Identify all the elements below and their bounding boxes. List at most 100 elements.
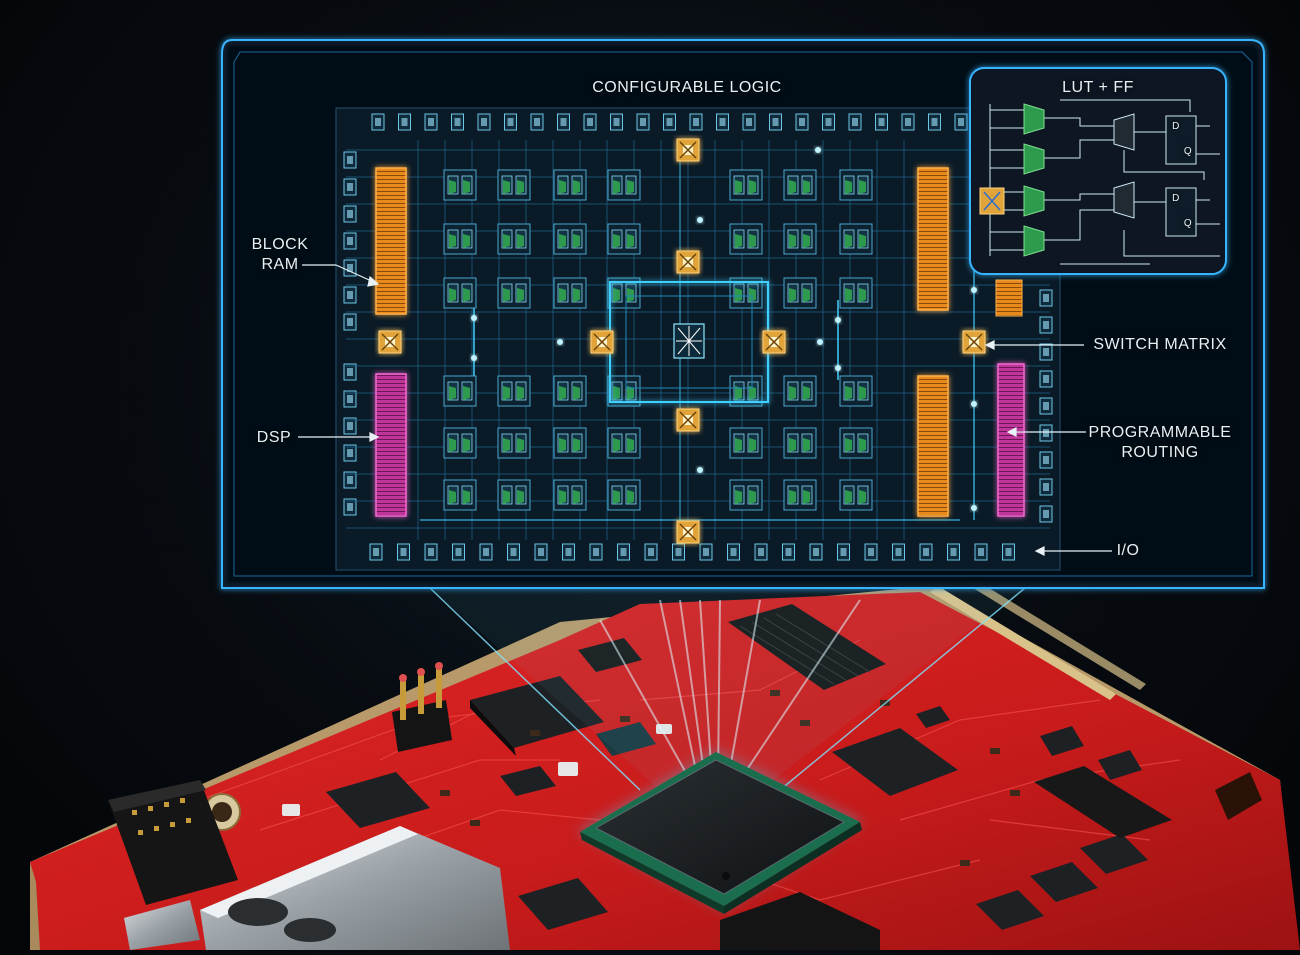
io-pad (672, 543, 685, 561)
io-pad (848, 113, 862, 131)
routing-node (971, 401, 977, 407)
switch-matrices (378, 138, 986, 544)
io-pad (875, 113, 888, 131)
io-pad (398, 113, 411, 131)
io-pad (589, 543, 603, 561)
io-pad (742, 113, 756, 131)
io-pad (617, 543, 630, 561)
io-pad (689, 113, 703, 131)
io-pad (947, 543, 960, 561)
label-dsp: DSP (256, 429, 292, 446)
io-pad (809, 543, 823, 561)
clb-tile (443, 375, 477, 407)
ff-top-q: Q (1183, 146, 1193, 157)
io-pad (557, 113, 570, 131)
io-pad (504, 113, 517, 131)
right-connector (1034, 766, 1172, 838)
ic-right-mid (832, 728, 958, 796)
label-io: I/O (1116, 542, 1140, 559)
ff-top-d: D (1172, 121, 1180, 132)
clb-tile (839, 479, 873, 511)
clb-tile (607, 223, 641, 255)
block-ram-small (995, 279, 1023, 317)
io-pad (699, 543, 713, 561)
clb-tile (497, 427, 531, 459)
ic-bottom-left (518, 878, 608, 930)
bottom-header (720, 892, 880, 950)
label-block-ram-line2: RAM (261, 256, 299, 273)
ic-right-small (916, 706, 1148, 930)
block-ram-right-bottom (917, 375, 949, 517)
ic-left-mid (326, 772, 430, 828)
clb-tile (783, 277, 817, 309)
clb-tile (553, 427, 587, 459)
io-pad (1002, 543, 1015, 561)
dsp-right (997, 363, 1025, 517)
label-routing-line2: ROUTING (1121, 444, 1199, 461)
switch-matrix (676, 250, 700, 274)
fpga-chip (576, 750, 864, 914)
switch-matrix (590, 330, 614, 354)
block-ram-columns (375, 167, 1023, 517)
jtag-header (108, 780, 238, 905)
io-pad (530, 113, 544, 131)
io-pad (583, 113, 597, 131)
ff-bottom-q: Q (1183, 218, 1193, 229)
clb-tile (553, 223, 587, 255)
io-pad (343, 363, 357, 381)
ic-small-1 (596, 722, 656, 756)
routing-node (971, 287, 977, 293)
io-pad (892, 543, 905, 561)
io-pad (562, 543, 575, 561)
switch-matrix (676, 520, 700, 544)
dsp-columns (375, 363, 1025, 517)
io-pad (1039, 343, 1053, 361)
io-pad (397, 543, 410, 561)
clb-tile (607, 427, 641, 459)
switch-matrix (676, 138, 700, 162)
clb-tile (443, 479, 477, 511)
io-pad (1039, 505, 1053, 523)
io-pad (1039, 451, 1053, 469)
routing-node (471, 315, 477, 321)
label-routing-line1: PROGRAMMABLE (1088, 424, 1232, 441)
block-ram-right-top (917, 167, 949, 311)
projection-beams (429, 587, 1026, 791)
io-pad (974, 543, 988, 561)
clb-tile (783, 427, 817, 459)
routing-node (835, 317, 841, 323)
routing-node (557, 339, 563, 345)
switch-matrix (962, 330, 986, 354)
io-pad (795, 113, 809, 131)
io-pad (343, 498, 357, 516)
clb-array (443, 169, 873, 511)
io-pad (727, 543, 740, 561)
io-pad (1039, 397, 1053, 415)
io-pad (479, 543, 493, 561)
io-pad (636, 113, 650, 131)
io-pad (782, 543, 795, 561)
clb-tile (729, 479, 763, 511)
label-block-ram-line1: BLOCK (251, 236, 309, 253)
pcb-board (30, 574, 1300, 950)
io-pad (343, 286, 357, 304)
io-pad (769, 113, 782, 131)
io-pad (452, 543, 465, 561)
io-pad (928, 113, 941, 131)
label-switch-matrix: SWITCH MATRIX (1093, 336, 1227, 353)
routing-node (471, 355, 477, 361)
io-pad (369, 543, 383, 561)
io-pad (1039, 316, 1053, 334)
clb-tile (783, 169, 817, 201)
clb-tile (839, 169, 873, 201)
clb-tile (443, 223, 477, 255)
clb-tile (783, 223, 817, 255)
routing-node (815, 147, 821, 153)
routing-node (697, 217, 703, 223)
clb-tile (553, 479, 587, 511)
io-pad (343, 313, 357, 331)
clb-tile (607, 169, 641, 201)
clb-tile (729, 223, 763, 255)
io-pad (1039, 478, 1053, 496)
clb-tile (443, 277, 477, 309)
